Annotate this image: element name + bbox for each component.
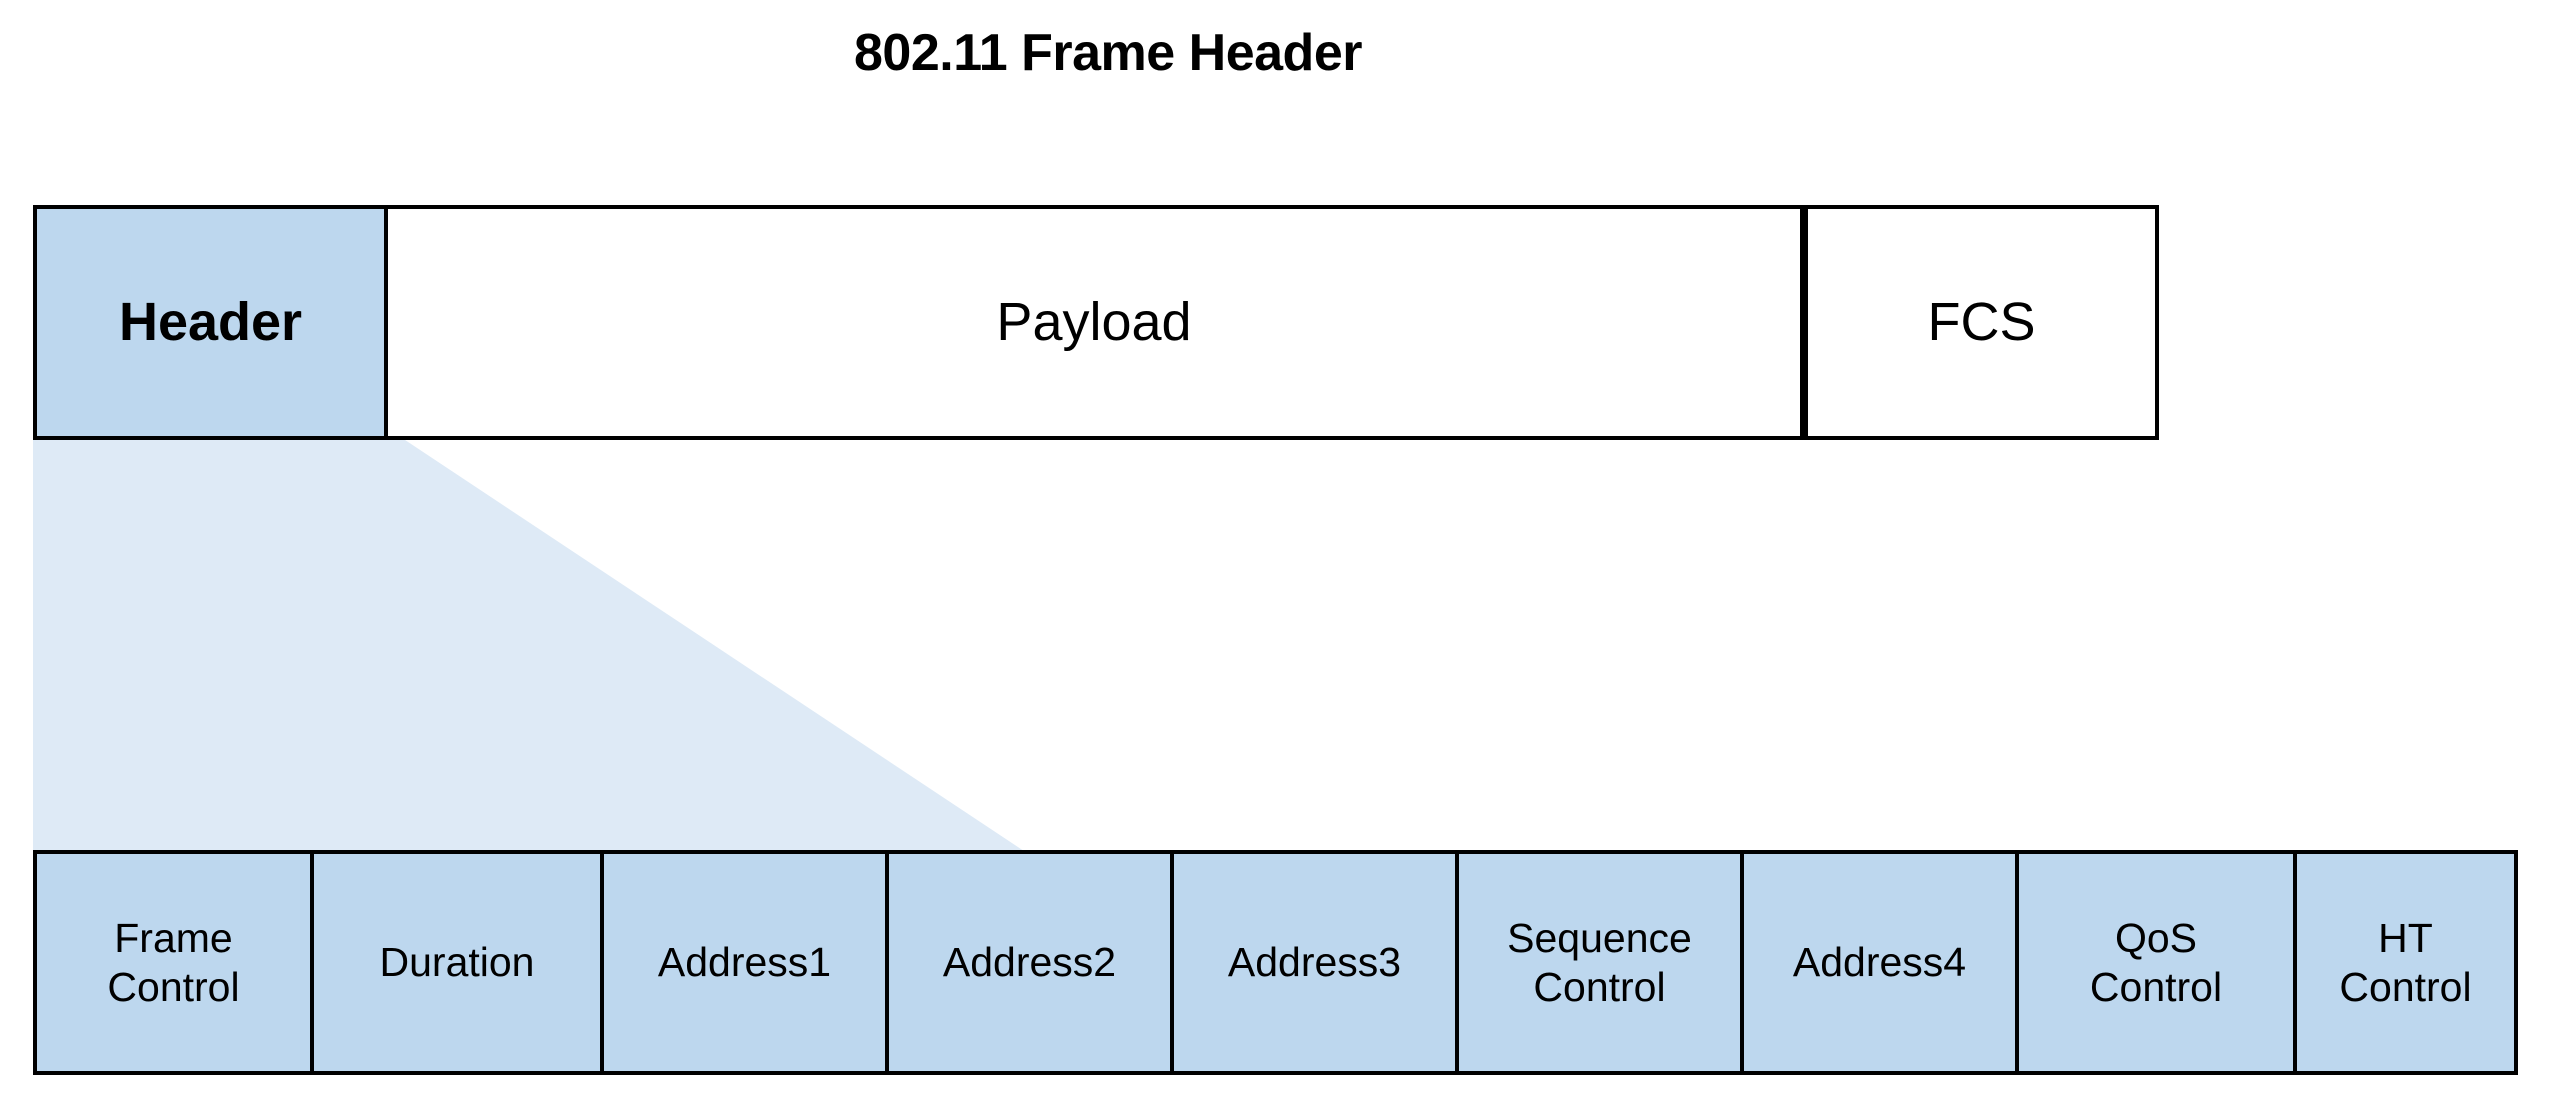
- header-field-address4-label: Address4: [1792, 939, 1967, 986]
- header-field-address3[interactable]: Address3: [1174, 854, 1459, 1071]
- frame-cell-fcs[interactable]: FCS: [1804, 205, 2159, 440]
- header-field-duration[interactable]: Duration: [314, 854, 604, 1071]
- frame-cell-fcs-label: FCS: [1927, 292, 2036, 353]
- frame-strip: Header Payload FCS: [33, 205, 2159, 440]
- header-field-sequence-control-label: Sequence Control: [1507, 915, 1692, 1010]
- header-field-ht-control[interactable]: HT Control: [2297, 854, 2514, 1071]
- frame-cell-payload[interactable]: Payload: [388, 205, 1804, 440]
- header-fields-strip: Frame Control Duration Address1 Address2…: [33, 850, 2518, 1075]
- header-field-address3-label: Address3: [1227, 939, 1402, 986]
- header-field-address2-label: Address2: [942, 939, 1117, 986]
- header-field-address4[interactable]: Address4: [1744, 854, 2019, 1071]
- frame-cell-header[interactable]: Header: [33, 205, 388, 440]
- header-field-address1[interactable]: Address1: [604, 854, 889, 1071]
- frame-cell-payload-label: Payload: [996, 292, 1192, 353]
- header-field-qos-control-label: QoS Control: [2089, 915, 2223, 1010]
- header-field-ht-control-label: HT Control: [2339, 915, 2472, 1010]
- header-expansion-callout: [33, 430, 1030, 855]
- header-field-address2[interactable]: Address2: [889, 854, 1174, 1071]
- page-title: 802.11 Frame Header: [854, 24, 1362, 82]
- header-field-frame-control-label: Frame Control: [107, 915, 240, 1010]
- frame-cell-header-label: Header: [118, 292, 303, 353]
- header-field-duration-label: Duration: [379, 939, 535, 986]
- header-field-qos-control[interactable]: QoS Control: [2019, 854, 2297, 1071]
- header-field-frame-control[interactable]: Frame Control: [37, 854, 314, 1071]
- header-field-sequence-control[interactable]: Sequence Control: [1459, 854, 1744, 1071]
- header-field-address1-label: Address1: [657, 939, 832, 986]
- callout-polygon: [33, 430, 1030, 855]
